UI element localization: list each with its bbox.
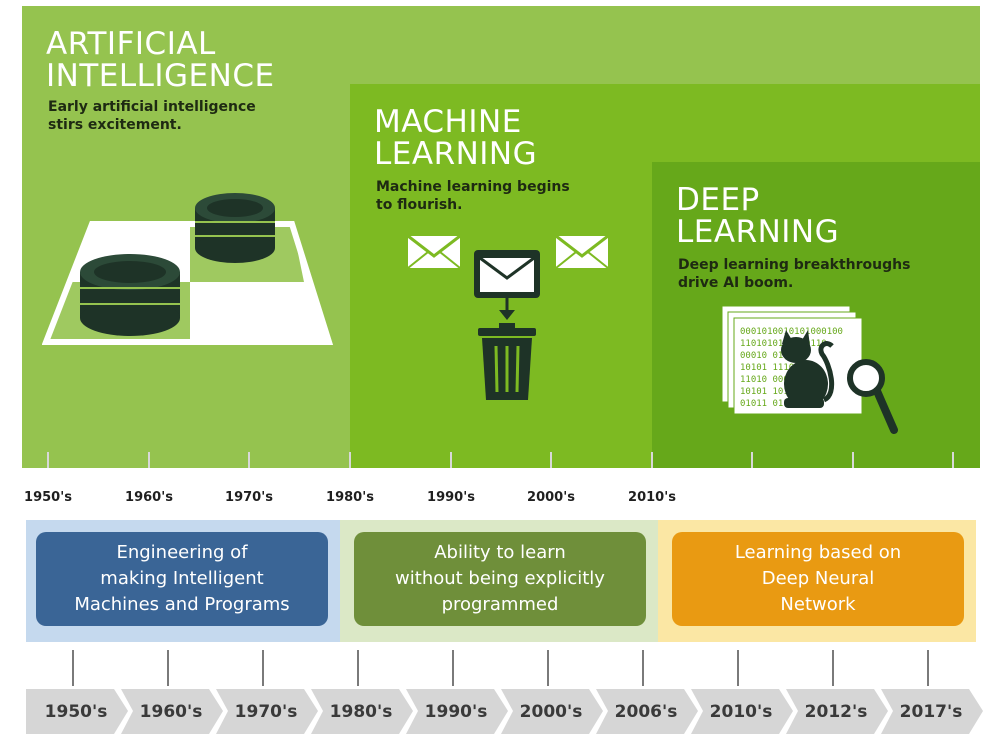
- year-label: 2012's: [804, 701, 868, 722]
- chevron-shape: [596, 689, 698, 734]
- binary-text: 10101 101011: [740, 387, 805, 397]
- timeline-connector: [357, 650, 359, 686]
- timeline-connector: [927, 650, 929, 686]
- timeline-chevron: 2010's: [691, 689, 799, 734]
- binary-text: 10101 111010: [740, 363, 805, 373]
- timeline-connector: [737, 650, 739, 686]
- timeline-tick: [651, 452, 653, 468]
- chevron-shape: [786, 689, 888, 734]
- timeline-tick: [450, 452, 452, 468]
- envelope-icon: [407, 234, 461, 269]
- timeline-tick: [248, 452, 250, 468]
- binary-text: 01011 011: [740, 399, 789, 409]
- ai-description: Early artificial intelligence stirs exci…: [48, 99, 256, 133]
- timeline-connector: [642, 650, 644, 686]
- ml-definition-box: Ability to learn without being explicitl…: [354, 532, 646, 626]
- dl-title: DEEP LEARNING: [676, 182, 840, 250]
- timeline-tick: [47, 452, 49, 468]
- checkers-icon: [42, 193, 334, 345]
- decade-label: 1980's: [326, 490, 374, 505]
- binary-text: 00010 011011: [740, 351, 805, 361]
- timeline-tick: [952, 452, 954, 468]
- ai-title: ARTIFICIAL INTELLIGENCE: [46, 26, 275, 94]
- timeline-connector: [72, 650, 74, 686]
- timeline-chevron: 2017's: [881, 689, 989, 734]
- timeline-connector: [452, 650, 454, 686]
- decade-label: 1950's: [24, 490, 72, 505]
- chevron-shape: [311, 689, 413, 734]
- decade-label: 2010's: [628, 490, 676, 505]
- spam-filter-icon: [407, 234, 609, 400]
- chevron-shape: [26, 689, 128, 734]
- year-label: 1980's: [329, 701, 393, 722]
- chevron-shape: [501, 689, 603, 734]
- timeline-chevron: 1980's: [311, 689, 419, 734]
- timeline-tick: [852, 452, 854, 468]
- chevron-shape: [691, 689, 793, 734]
- ai-definition-box: Engineering of making Intelligent Machin…: [36, 532, 328, 626]
- dl-description: Deep learning breakthroughs drive AI boo…: [678, 257, 911, 291]
- timeline-chevron: 1950's: [26, 689, 134, 734]
- timeline-tick: [349, 452, 351, 468]
- binary-text: 11010 0001: [740, 375, 794, 385]
- year-label: 2017's: [899, 701, 963, 722]
- binary-text: 0001010010101000100: [740, 327, 843, 337]
- chevron-shape: [121, 689, 223, 734]
- timeline-connector: [547, 650, 549, 686]
- timeline-chevron: 1960's: [121, 689, 229, 734]
- dl-definition-box: Learning based on Deep Neural Network: [672, 532, 964, 626]
- year-label: 2000's: [519, 701, 583, 722]
- decade-label: 1970's: [225, 490, 273, 505]
- cat-recognition-icon: 0001010010101000100 1101010101110110 000…: [721, 305, 898, 434]
- year-label: 1990's: [424, 701, 488, 722]
- ml-description: Machine learning begins to flourish.: [376, 179, 570, 213]
- chevron-shape: [216, 689, 318, 734]
- timeline-tick: [550, 452, 552, 468]
- timeline-connector: [832, 650, 834, 686]
- timeline-chevron: 2012's: [786, 689, 894, 734]
- timeline-chevron: 2000's: [501, 689, 609, 734]
- year-label: 1960's: [139, 701, 203, 722]
- decade-label: 2000's: [527, 490, 575, 505]
- timeline-chevron: 2006's: [596, 689, 704, 734]
- timeline-connector: [167, 650, 169, 686]
- ml-title: MACHINE LEARNING: [374, 104, 538, 172]
- decade-label: 1990's: [427, 490, 475, 505]
- chevron-shape: [406, 689, 508, 734]
- year-label: 1950's: [44, 701, 108, 722]
- timeline-chevron: 1990's: [406, 689, 514, 734]
- timeline-tick: [148, 452, 150, 468]
- year-label: 2010's: [709, 701, 773, 722]
- chevron-shape: [881, 689, 983, 734]
- decade-label: 1960's: [125, 490, 173, 505]
- timeline-chevron: 1970's: [216, 689, 324, 734]
- timeline-tick: [751, 452, 753, 468]
- timeline-connector: [262, 650, 264, 686]
- year-label: 1970's: [234, 701, 298, 722]
- year-label: 2006's: [614, 701, 678, 722]
